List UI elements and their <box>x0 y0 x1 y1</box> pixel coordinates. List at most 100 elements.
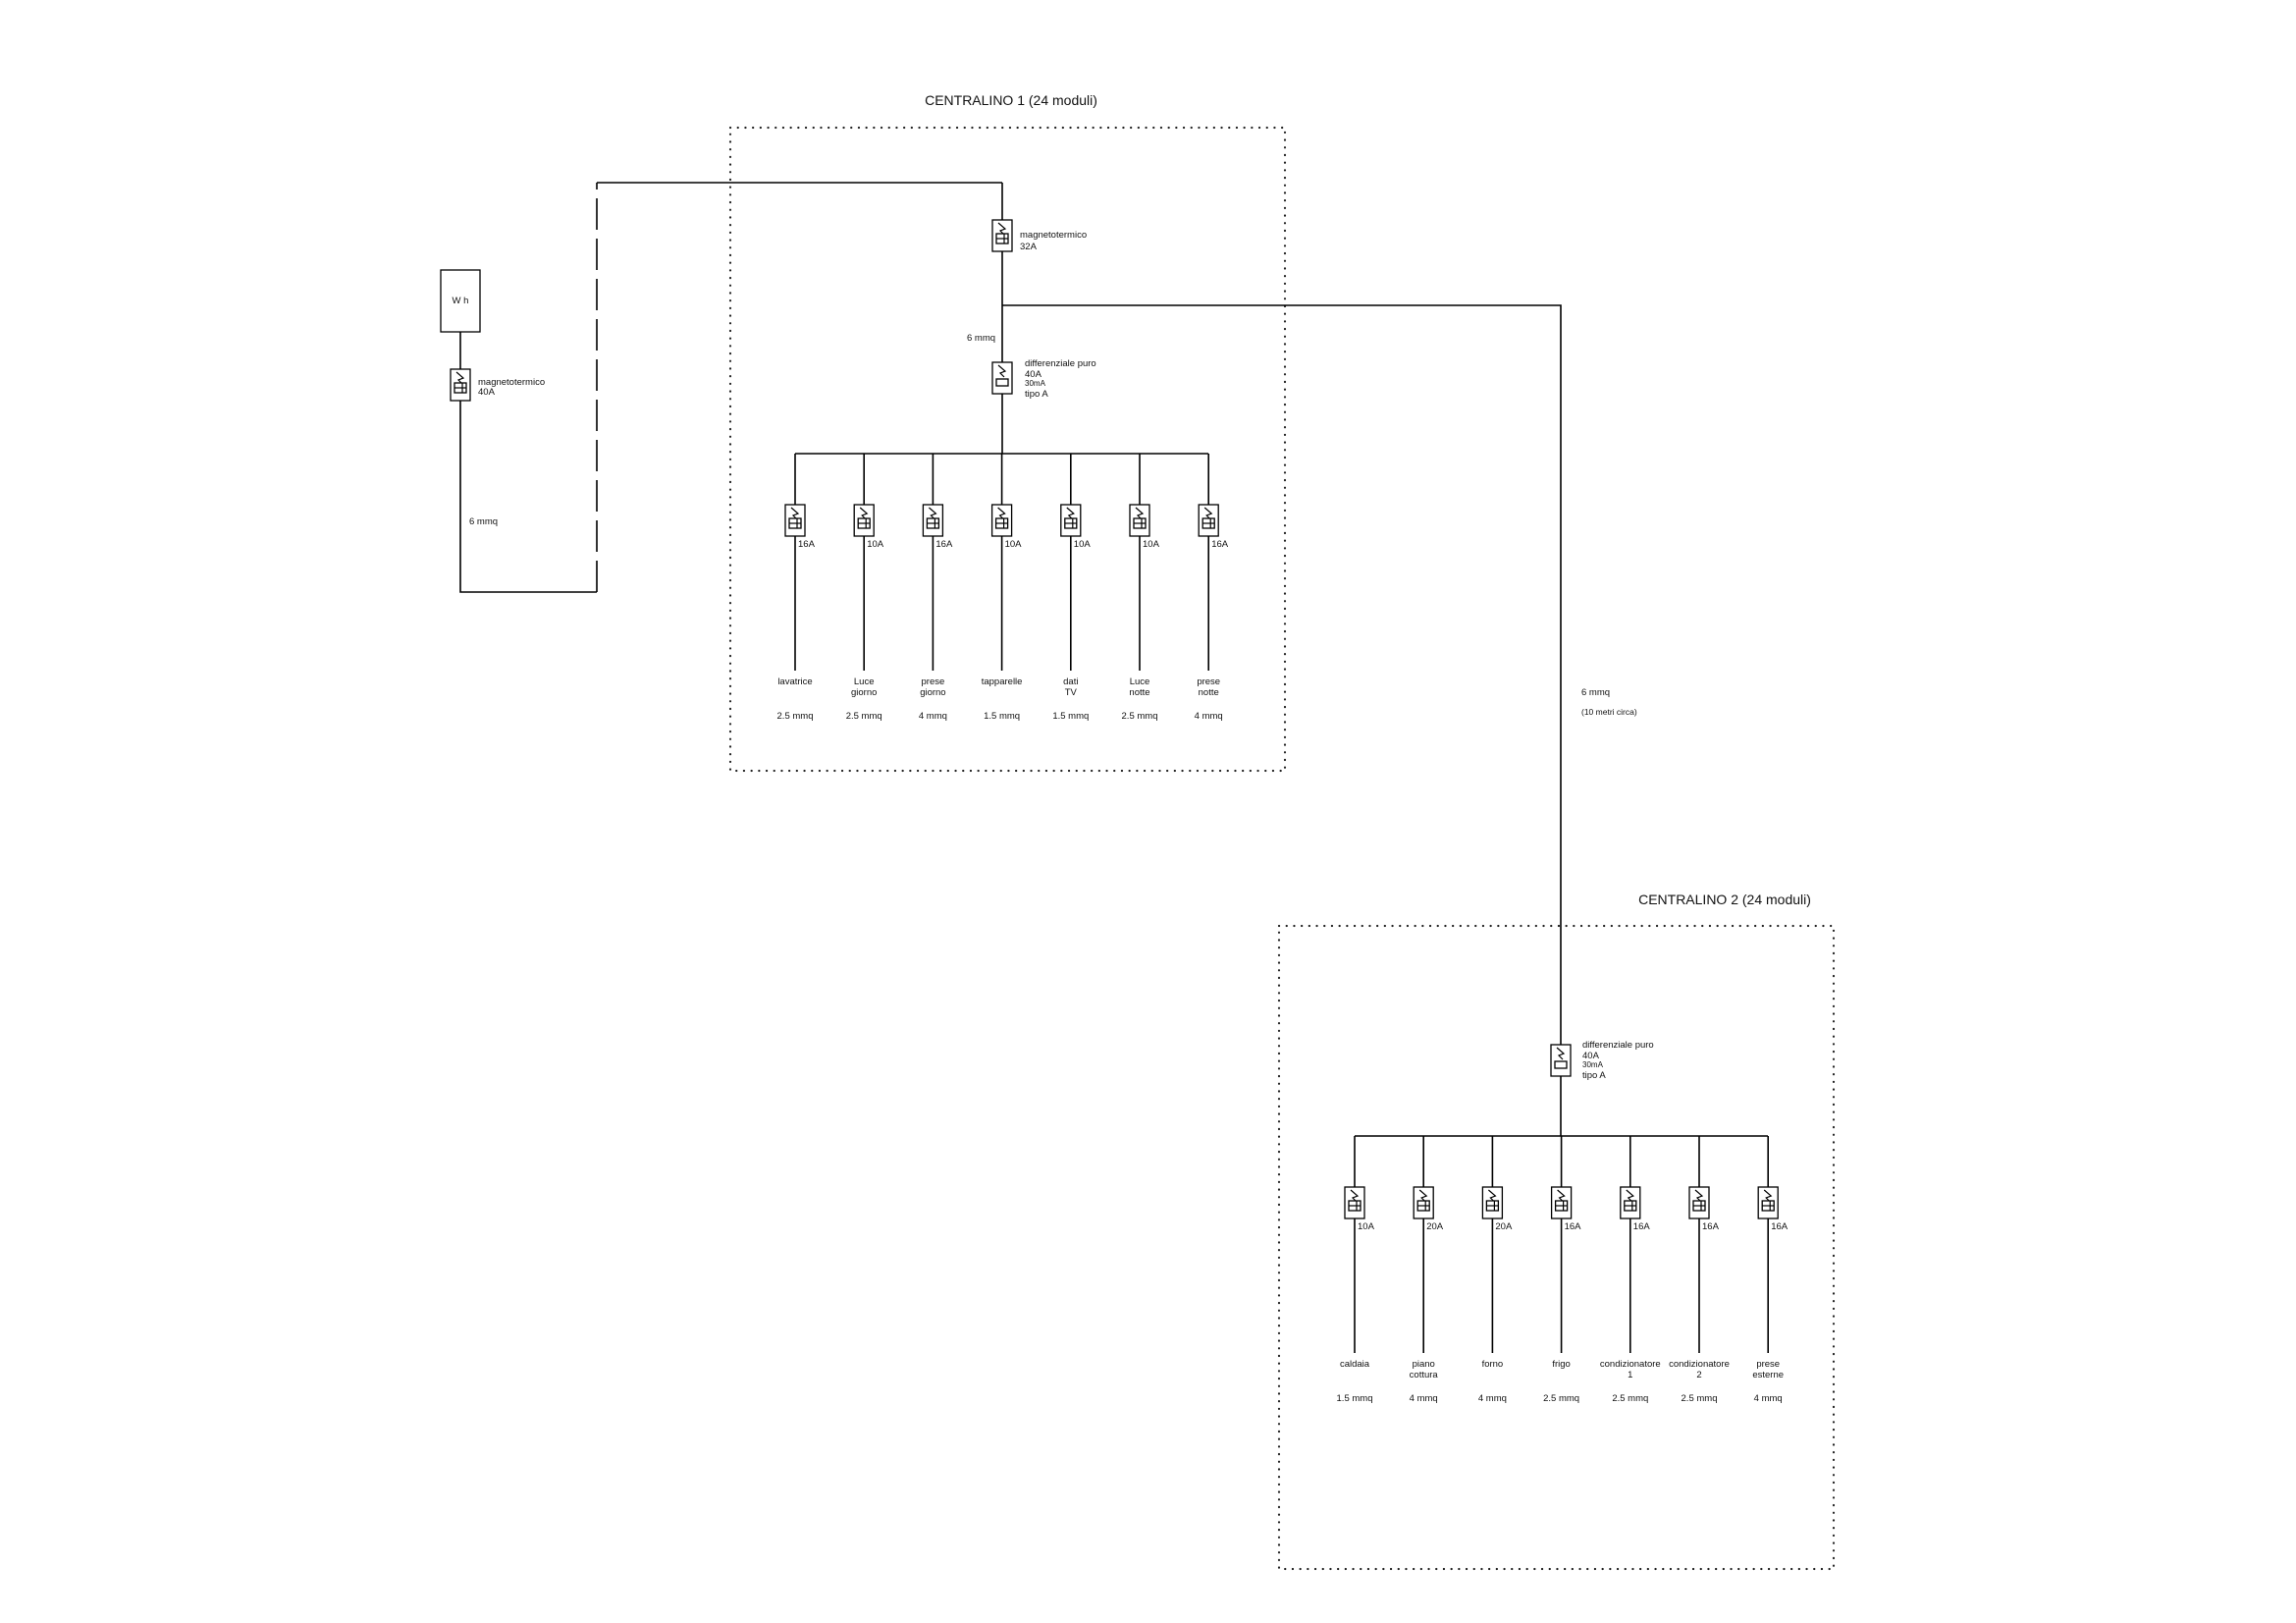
p1-diff-sensitivity: 30mA <box>1025 379 1046 388</box>
circuit-cable-size: 4 mmq <box>1410 1393 1438 1404</box>
energy-meter-label: W h <box>453 296 469 306</box>
circuit-load-name-line2: cottura <box>1410 1370 1439 1380</box>
p1-feed-cable-label: 6 mmq <box>967 333 995 344</box>
meter-breaker-symbol-icon <box>450 368 471 402</box>
circuit-rating: 10A <box>1005 539 1023 550</box>
circuit-load-name-line2: notte <box>1129 687 1149 698</box>
circuit-breaker-symbol-icon <box>1550 1186 1573 1219</box>
circuit-rating: 16A <box>1211 539 1229 550</box>
link-to-panel2-wire <box>1002 304 1562 1045</box>
meter-supply-wire <box>459 401 597 593</box>
p1-diff-type: tipo A <box>1025 389 1048 400</box>
meter-breaker-rating: 40A <box>478 387 496 398</box>
circuit-cable-size: 2.5 mmq <box>1682 1393 1718 1404</box>
circuit-cable-size: 2.5 mmq <box>846 711 882 722</box>
circuit-breaker-symbol-icon <box>1198 504 1219 537</box>
circuit-breaker-symbol-icon <box>1344 1186 1365 1219</box>
circuit-cable-size: 2.5 mmq <box>1122 711 1158 722</box>
circuit-cable-size: 4 mmq <box>1754 1393 1783 1404</box>
circuit-breaker-symbol-icon <box>1481 1186 1504 1219</box>
circuit-cable-size: 4 mmq <box>919 711 947 722</box>
circuit-rating: 10A <box>1143 539 1160 550</box>
energy-meter-box <box>440 269 481 333</box>
circuit-load-name: Luce <box>1130 676 1150 687</box>
circuit-rating: 20A <box>1426 1221 1444 1232</box>
circuit-rating: 10A <box>867 539 884 550</box>
circuit-breaker-symbol-icon <box>922 504 944 537</box>
circuit-load-name: tapparelle <box>982 676 1023 687</box>
circuit-load-name: condizionatore <box>1669 1359 1730 1370</box>
p2-diff-sensitivity: 30mA <box>1582 1060 1604 1069</box>
p1-main-breaker-rating: 32A <box>1020 242 1038 252</box>
circuit-breaker-symbol-icon <box>990 504 1013 537</box>
link-cable-note: (10 metri circa) <box>1581 707 1637 717</box>
circuit-load-name: caldaia <box>1340 1359 1370 1370</box>
circuit-cable-size: 4 mmq <box>1478 1393 1507 1404</box>
circuit-rating: 16A <box>1702 1221 1720 1232</box>
circuit-rating: 20A <box>1495 1221 1513 1232</box>
circuit-breaker-symbol-icon <box>1413 1186 1434 1219</box>
circuit-breaker-symbol-icon <box>1129 504 1150 537</box>
circuit-load-name-line2: esterne <box>1752 1370 1784 1380</box>
p1-main-breaker-symbol-icon <box>991 219 1013 252</box>
circuit-load-name: forno <box>1482 1359 1504 1370</box>
circuit-load-name: Luce <box>854 676 875 687</box>
circuit-rating: 10A <box>1358 1221 1375 1232</box>
circuit-breaker-symbol-icon <box>853 504 875 537</box>
circuit-load-name-line2: 1 <box>1628 1370 1632 1380</box>
circuit-breaker-symbol-icon <box>1620 1186 1641 1219</box>
circuit-cable-size: 2.5 mmq <box>1612 1393 1648 1404</box>
meter-breaker-name: magnetotermico <box>478 377 545 388</box>
circuit-load-name-line2: giorno <box>851 687 877 698</box>
circuit-load-name: prese <box>1197 676 1220 687</box>
p2-diff-name: differenziale puro <box>1582 1040 1654 1051</box>
circuit-load-name-line2: TV <box>1065 687 1078 698</box>
circuit-rating: 16A <box>1633 1221 1651 1232</box>
circuit: 16A frigo 2.5 mmq <box>1543 1136 1581 1404</box>
circuit-cable-size: 2.5 mmq <box>777 711 814 722</box>
p1-differential-symbol-icon <box>991 361 1013 395</box>
panel2-title: CENTRALINO 2 (24 moduli) <box>1638 892 1811 907</box>
circuit-load-name-line2: 2 <box>1696 1370 1701 1380</box>
circuit-cable-size: 1.5 mmq <box>984 711 1020 722</box>
circuit-load-name: prese <box>1756 1359 1780 1370</box>
meter-cable-label: 6 mmq <box>469 516 498 527</box>
panel1-title: CENTRALINO 1 (24 moduli) <box>925 92 1097 108</box>
circuit-load-name: lavatrice <box>777 676 812 687</box>
p1-diff-rating: 40A <box>1025 369 1042 380</box>
p1-main-breaker-name: magnetotermico <box>1020 230 1087 241</box>
circuit: 20A forno 4 mmq <box>1478 1136 1513 1404</box>
p2-diff-rating: 40A <box>1582 1051 1600 1061</box>
circuit-rating: 16A <box>1565 1221 1582 1232</box>
circuit-cable-size: 1.5 mmq <box>1052 711 1089 722</box>
circuit-breaker-symbol-icon <box>1688 1186 1710 1219</box>
circuit-load-name: condizionatore <box>1600 1359 1661 1370</box>
panel2-frame <box>1277 924 1836 1571</box>
circuit: 10A caldaia 1.5 mmq <box>1337 1136 1375 1404</box>
circuit-load-name: prese <box>922 676 945 687</box>
circuit-rating: 10A <box>1074 539 1092 550</box>
panel1-frame <box>728 126 1287 773</box>
p2-differential-symbol-icon <box>1550 1044 1572 1077</box>
circuit-load-name-line2: notte <box>1199 687 1219 698</box>
circuit-cable-size: 1.5 mmq <box>1337 1393 1373 1404</box>
p2-diff-type: tipo A <box>1582 1070 1606 1081</box>
p1-diff-name: differenziale puro <box>1025 358 1096 369</box>
circuit-breaker-symbol-icon <box>784 504 806 537</box>
circuit-cable-size: 4 mmq <box>1195 711 1223 722</box>
circuit-rating: 16A <box>798 539 816 550</box>
circuit-cable-size: 2.5 mmq <box>1543 1393 1579 1404</box>
circuit-load-name: frigo <box>1552 1359 1570 1370</box>
link-cable-label: 6 mmq <box>1581 687 1610 698</box>
